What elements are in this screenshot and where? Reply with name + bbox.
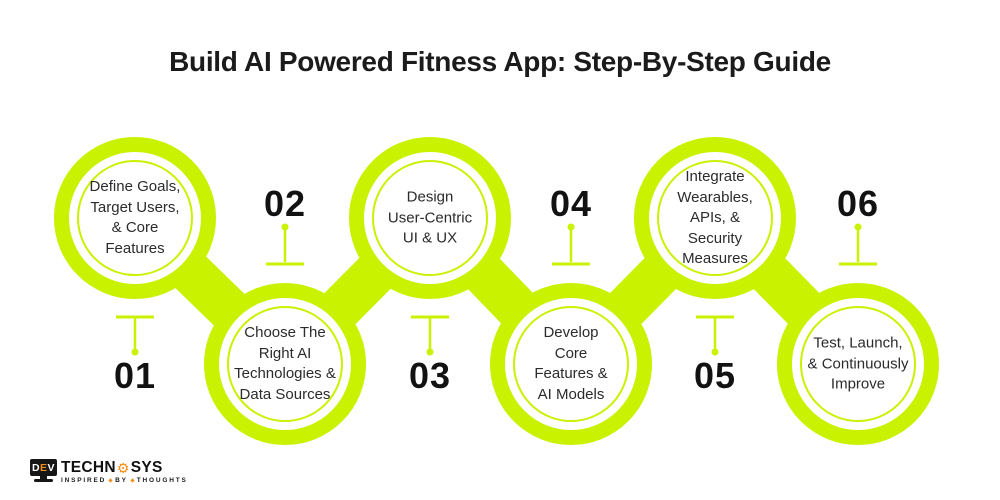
gear-icon: ⚙: [116, 459, 130, 476]
logo-letter-d: D: [31, 461, 41, 474]
diamond-separator-icon: [130, 478, 135, 483]
tagline-word: BY: [115, 477, 128, 484]
brand-name-first: TECHN: [61, 459, 116, 476]
step-number-6: 06: [836, 183, 880, 224]
step-circle-1: [54, 137, 216, 299]
brand-name-last: SYS: [130, 459, 163, 476]
step-circle-4: [490, 283, 652, 445]
step-label-3: Design User-Centric UI & UX: [387, 188, 473, 247]
logo-letter-e: E: [40, 461, 48, 474]
page-title: Build AI Powered Fitness App: Step-By-St…: [169, 46, 831, 77]
tagline-word: INSPIRED: [61, 477, 107, 484]
monitor-stand-neck: [40, 476, 47, 479]
tagline-word: THOUGHTS: [136, 477, 188, 484]
step-marker-6: [839, 223, 877, 266]
step-number-1: 01: [113, 355, 157, 396]
step-number-4: 04: [549, 183, 593, 224]
step-number-5: 05: [693, 355, 737, 396]
step-number-3: 03: [408, 355, 452, 396]
step-marker-1: [116, 315, 154, 356]
step-label-2: Choose The Right AI Technologies & Data …: [234, 324, 336, 403]
step-marker-2: [266, 223, 304, 266]
brand-tagline: INSPIRED BY THOUGHTS: [61, 477, 188, 484]
step-label-1: Define Goals, Target Users, & Core Featu…: [89, 178, 181, 257]
step-marker-5: [696, 315, 734, 356]
logo-letter-v: V: [47, 461, 56, 474]
step-marker-3: [411, 315, 449, 356]
brand-text-block: TECHN ⚙ SYS INSPIRED BY THOUGHTS: [61, 459, 188, 484]
step-circle-2: [204, 283, 366, 445]
step-marker-4: [552, 223, 590, 266]
step-number-2: 02: [263, 183, 307, 224]
step-circle-6: [777, 283, 939, 445]
diamond-separator-icon: [108, 478, 113, 483]
monitor-stand-base: [34, 479, 53, 482]
step-label-4: Develop Core Features & AI Models: [534, 324, 608, 403]
step-circle-5: [634, 137, 796, 299]
step-label-5: Integrate Wearables, APIs, & Security Me…: [677, 167, 753, 267]
step-circle-3: [349, 137, 511, 299]
step-label-6: Test, Launch, & Continuously Improve: [807, 334, 909, 393]
